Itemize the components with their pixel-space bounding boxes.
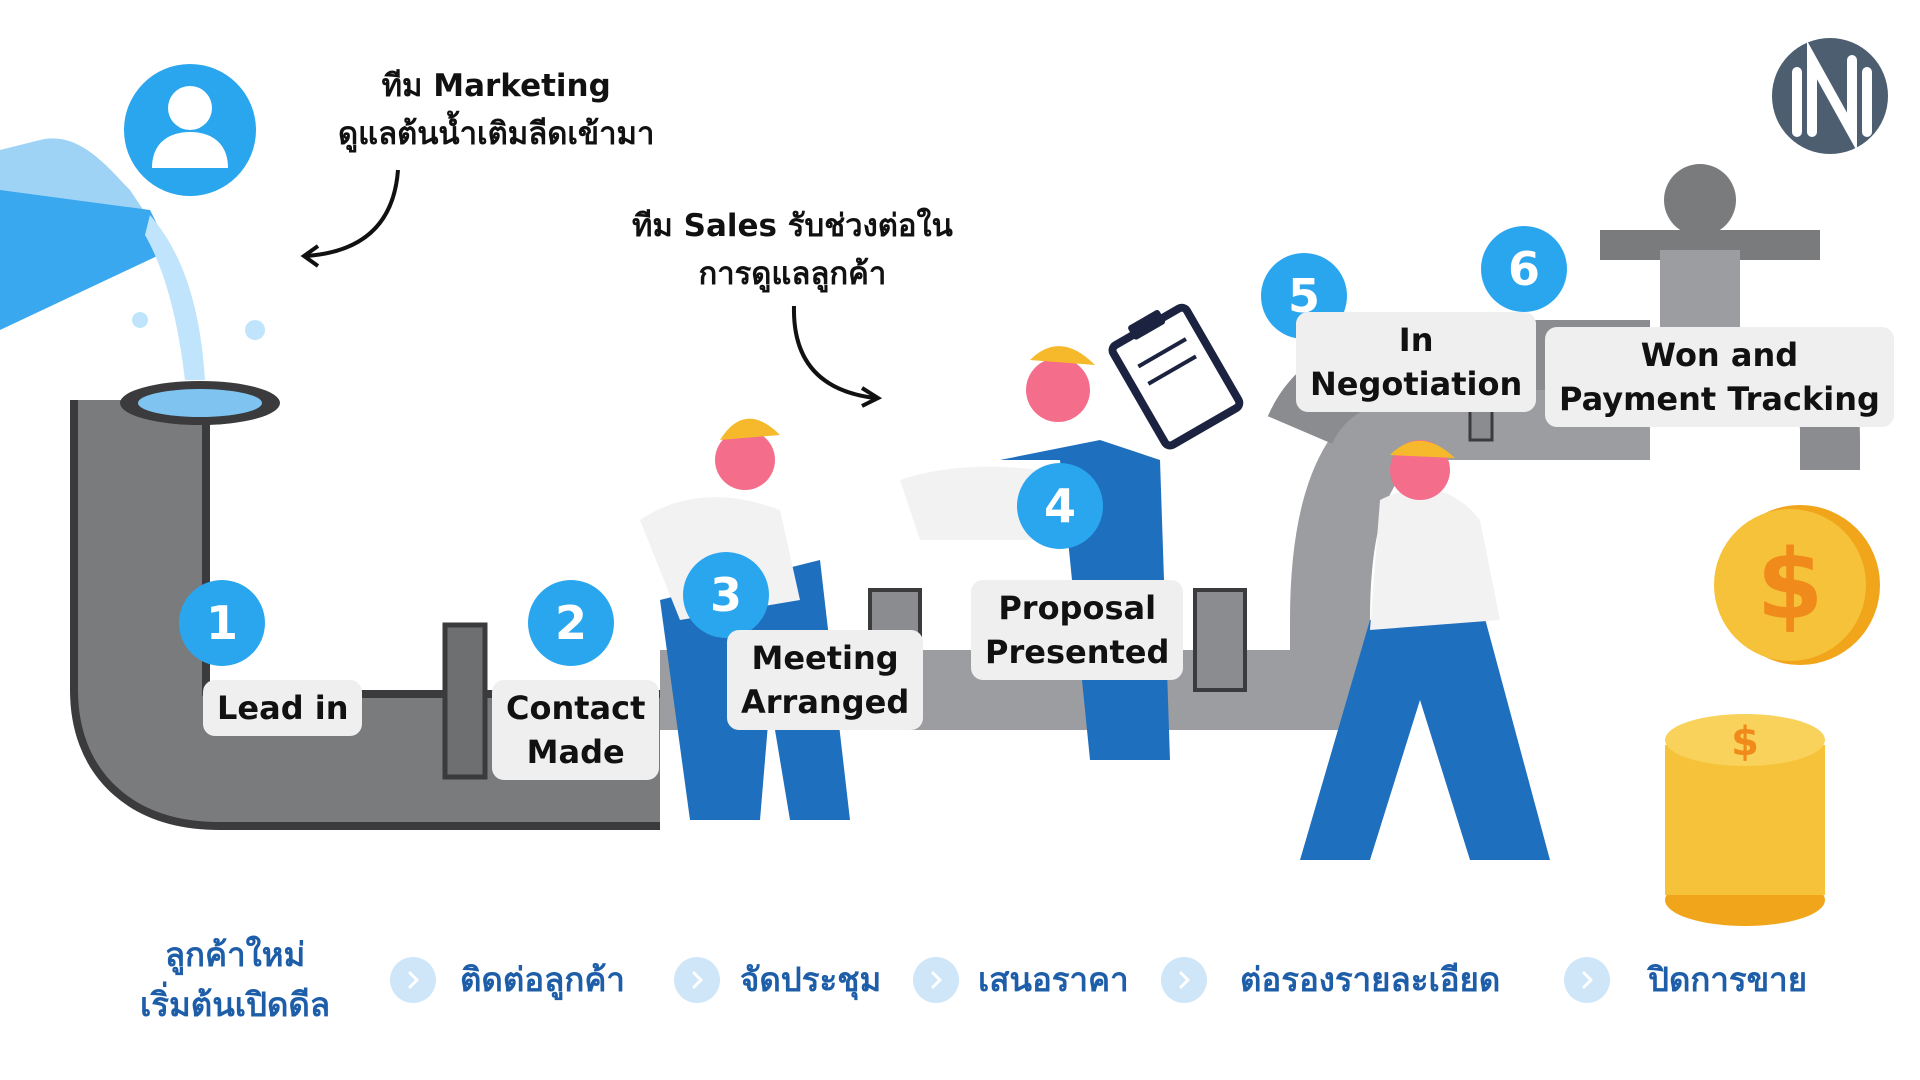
bottom-step-6: ปิดการขาย [1648,955,1807,1005]
chevron-right-icon [1161,957,1207,1003]
chevron-right-icon [674,957,720,1003]
chevron-right-icon [1564,957,1610,1003]
stage-label-lead-in: Lead in [203,680,362,736]
stage-badge-1: 1 [179,580,265,666]
sales-note: ทีม Sales รับช่วงต่อใน การดูแลลูกค้า [632,202,953,298]
bottom-step-1: ลูกค้าใหม่ เริ่มต้นเปิดดีล [140,930,330,1030]
stage-label-4-line-1: Proposal [985,586,1169,630]
stage-label-3-line-2: Arranged [741,680,909,724]
stage-label-won-and-payment-tracking: Won and Payment Tracking [1545,327,1894,427]
marketing-note-line-1: ทีม Marketing [338,62,654,110]
stage-badge-3: 3 [683,552,769,638]
stage-label-3-line-1: Meeting [741,636,909,680]
bottom-step-1-line-1: ลูกค้าใหม่ [140,930,330,980]
svg-text:$: $ [1731,719,1759,765]
stage-label-6-line-2: Payment Tracking [1559,377,1880,421]
sales-note-line-2: การดูแลลูกค้า [632,250,953,298]
svg-text:$: $ [1757,529,1824,641]
stage-badge-4: 4 [1017,463,1103,549]
clipboard-icon [1105,297,1241,448]
stage-label-2-line-1: Contact [506,686,645,730]
bottom-step-2: ติดต่อลูกค้า [460,955,625,1005]
marketing-note-line-2: ดูแลต้นน้ำเติมลีดเข้ามา [338,110,654,158]
bottom-step-5: ต่อรองรายละเอียด [1240,955,1500,1005]
brand-logo [1772,38,1888,154]
stage-label-1-line-1: Lead in [217,686,348,730]
marketing-note: ทีม Marketing ดูแลต้นน้ำเติมลีดเข้ามา [338,62,654,158]
stage-badge-2: 2 [528,580,614,666]
stage-label-proposal-presented: Proposal Presented [971,580,1183,680]
stage-label-6-line-1: Won and [1559,333,1880,377]
stage-badge-6: 6 [1481,226,1567,312]
coin-stack-icon: $ [1665,714,1825,926]
stage-label-2-line-2: Made [506,730,645,774]
stage-label-in-negotiation: In Negotiation [1296,312,1536,412]
stage-label-contact-made: Contact Made [492,680,659,780]
stage-label-5-line-1: In [1310,318,1522,362]
bottom-step-1-line-2: เริ่มต้นเปิดดีล [140,980,330,1030]
user-icon [124,64,256,196]
stage-label-4-line-2: Presented [985,630,1169,674]
stage-label-meeting-arranged: Meeting Arranged [727,630,923,730]
bottom-step-4: เสนอราคา [978,955,1129,1005]
chevron-right-icon [390,957,436,1003]
chevron-right-icon [913,957,959,1003]
dollar-coin-icon: $ [1714,505,1880,665]
sales-note-line-1: ทีม Sales รับช่วงต่อใน [632,202,953,250]
stage-label-5-line-2: Negotiation [1310,362,1522,406]
bottom-step-3: จัดประชุม [740,955,881,1005]
